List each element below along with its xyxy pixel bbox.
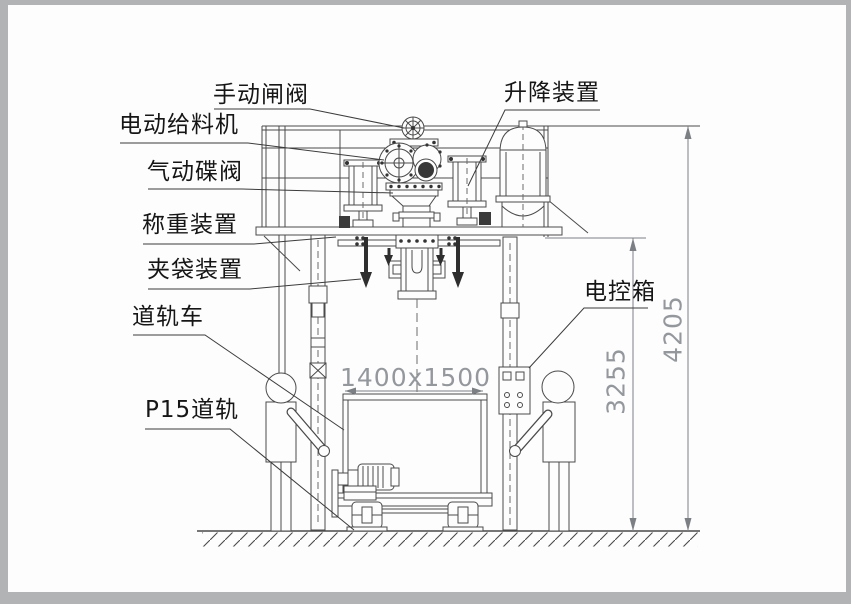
label-rail-car: 道轨车	[132, 304, 204, 330]
leader-pneumatic-butterfly-valve	[148, 188, 394, 194]
leader-manual-gate-valve	[214, 108, 405, 129]
leader-lines	[120, 108, 648, 531]
bag-spout-assembly	[355, 234, 464, 392]
leader-rail-car	[133, 334, 345, 431]
control-box-drawing	[498, 366, 531, 415]
rail-car-drawing	[331, 463, 493, 532]
filling-head	[378, 116, 443, 228]
air-tank	[495, 120, 551, 228]
label-electric-feeder: 电动给料机	[119, 112, 239, 138]
leader-lifting-device	[467, 109, 600, 187]
dimension-bag-frame: 1400x1500	[340, 363, 492, 392]
label-control-box: 电控箱	[584, 279, 656, 305]
leader-p15-rail	[145, 428, 355, 531]
lift-cylinder-right	[447, 155, 491, 226]
label-manual-gate-valve: 手动闸阀	[213, 82, 309, 108]
label-pneumatic-butterfly-valve: 气动碟阀	[147, 159, 243, 185]
bag-hooks	[360, 237, 464, 288]
dimension-lines	[345, 126, 692, 531]
operator-right	[509, 370, 576, 532]
leader-bag-clamping-device	[148, 278, 362, 290]
dimension-platform-height: 3255	[601, 347, 631, 415]
label-lifting-device: 升降装置	[504, 80, 600, 106]
leader-weighing-device	[143, 236, 337, 245]
dimension-total-height: 4205	[658, 295, 688, 363]
left-column	[308, 232, 328, 531]
lift-cylinder-left	[339, 159, 383, 228]
leader-control-box	[528, 307, 648, 369]
leader-electric-feeder	[120, 142, 385, 161]
label-weighing-device: 称重装置	[142, 212, 238, 238]
label-p15-rail: P15道轨	[145, 397, 240, 423]
operator-left	[265, 372, 330, 532]
label-bag-clamping-device: 夹袋装置	[147, 257, 243, 283]
ground	[197, 530, 700, 547]
